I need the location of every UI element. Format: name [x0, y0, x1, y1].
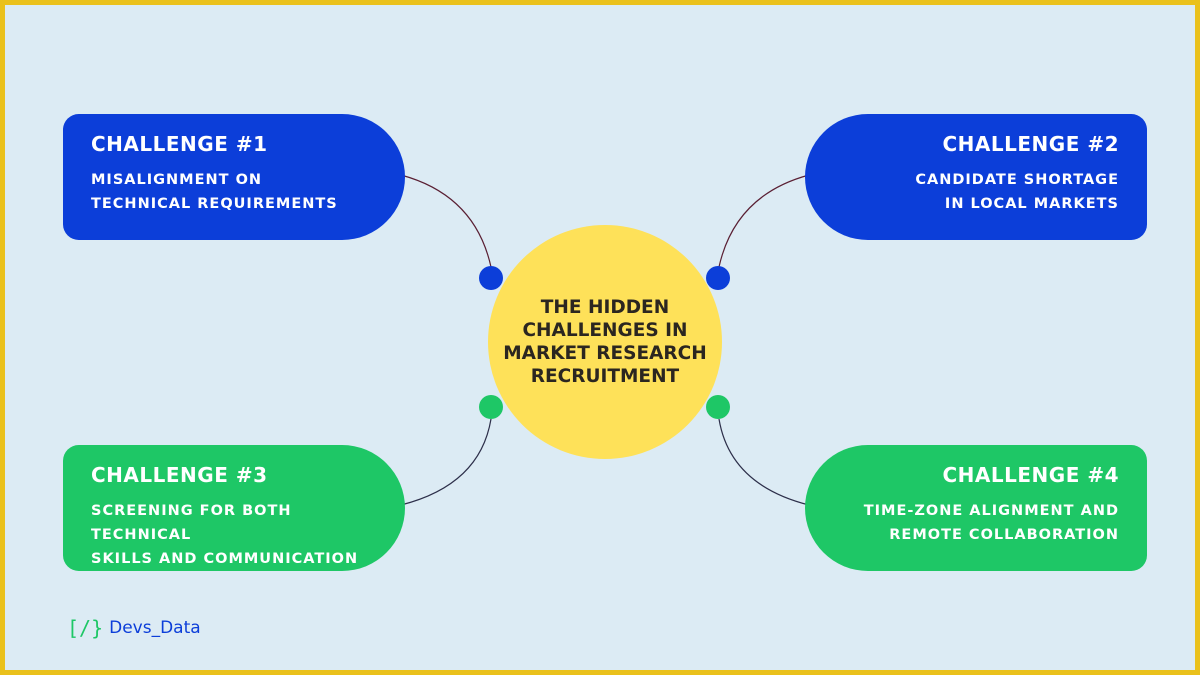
- connector-1: [400, 174, 492, 268]
- connector-dot-4: [706, 395, 730, 419]
- connector-3: [400, 418, 492, 506]
- devsdata-logo: [/} Devs_Data: [67, 616, 201, 640]
- challenge-card-2: Challenge #2 Candidate shortage in local…: [805, 114, 1147, 240]
- challenge-description: Misalignment on technical requirements: [91, 168, 377, 216]
- connector-4: [718, 418, 810, 506]
- challenge-description-line: Misalignment on: [91, 172, 263, 188]
- challenge-card-3: Challenge #3 Screening for both technica…: [63, 445, 405, 571]
- challenge-title: Challenge #3: [91, 463, 268, 487]
- challenge-description: Candidate shortage in local markets: [833, 168, 1119, 216]
- challenge-description-line: remote collaboration: [889, 527, 1119, 543]
- connector-dot-2: [706, 266, 730, 290]
- central-hub-circle: The hidden challenges in market research…: [488, 225, 722, 459]
- connector-dot-3: [479, 395, 503, 419]
- hub-title: The hidden challenges in market research…: [503, 296, 706, 388]
- challenge-title: Challenge #2: [942, 132, 1119, 156]
- hub-title-line: challenges in: [522, 320, 688, 341]
- challenge-title: Challenge #1: [91, 132, 268, 156]
- logo-text: Devs_Data: [109, 618, 201, 638]
- connectors: [400, 174, 810, 506]
- challenge-description-line: Screening for both technical: [91, 503, 292, 543]
- challenge-description-line: in local markets: [944, 196, 1119, 212]
- challenge-description-line: Time-zone alignment and: [863, 503, 1119, 519]
- connector-dot-1: [479, 266, 503, 290]
- hub-title-line: recruitment: [530, 366, 680, 387]
- challenge-description: Screening for both technical skills and …: [91, 499, 377, 571]
- challenge-description-line: technical requirements: [91, 196, 338, 212]
- challenge-card-1: Challenge #1 Misalignment on technical r…: [63, 114, 405, 240]
- connector-2: [718, 174, 810, 268]
- challenge-title: Challenge #4: [942, 463, 1119, 487]
- challenge-description: Time-zone alignment and remote collabora…: [833, 499, 1119, 547]
- hub-title-line: The hidden: [540, 297, 670, 318]
- logo-mark-icon: [/}: [67, 616, 104, 640]
- challenge-description-line: Candidate shortage: [915, 172, 1119, 188]
- challenge-card-4: Challenge #4 Time-zone alignment and rem…: [805, 445, 1147, 571]
- challenge-description-line: skills and communication: [91, 551, 359, 567]
- hub-title-line: market research: [503, 343, 707, 364]
